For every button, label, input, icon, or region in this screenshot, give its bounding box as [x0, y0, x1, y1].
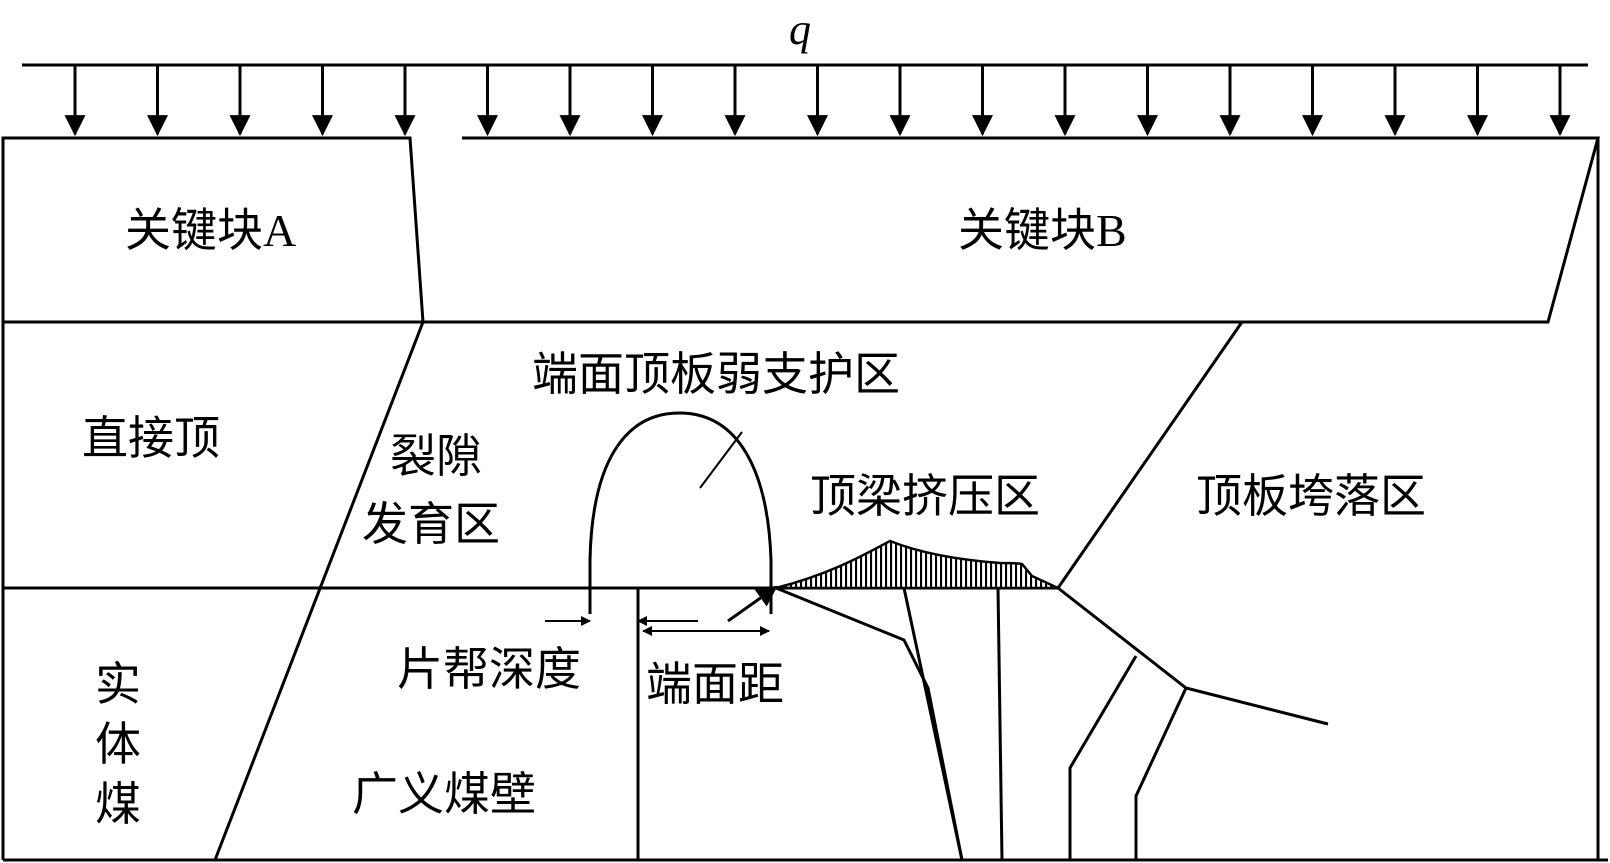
weak-support-zone-label: 端面顶板弱支护区 — [532, 347, 900, 401]
load-arrows — [64, 65, 1571, 137]
beam-squeeze-zone-label: 顶梁挤压区 — [810, 469, 1040, 523]
face-distance-label: 端面距 — [646, 657, 784, 711]
roof-collapse-boundary — [1056, 321, 1244, 589]
crack-line-5 — [1068, 655, 1138, 860]
key-block-a-label: 关键块A — [125, 203, 296, 257]
load-symbol: q — [789, 5, 811, 54]
crack-line-2 — [902, 587, 964, 861]
solid-coal-label-2: 体 — [95, 717, 141, 771]
fracture-boundary-line — [213, 321, 425, 861]
solid-coal-label-1: 实 — [95, 657, 141, 711]
broad-coal-wall-label: 广义煤壁 — [352, 767, 536, 821]
fracture-zone-label-line1: 裂隙 — [390, 429, 482, 483]
crack-line-4 — [1057, 586, 1329, 726]
solid-coal-label-3: 煤 — [95, 777, 141, 831]
fracture-zone-label-line2: 发育区 — [362, 497, 500, 551]
crack-line-3 — [996, 587, 1004, 861]
key-block-b-label: 关键块B — [958, 203, 1127, 257]
immediate-roof-label: 直接顶 — [82, 411, 220, 465]
spall-depth-label: 片帮深度 — [397, 642, 581, 696]
beam-squeeze-hatch — [775, 539, 1059, 590]
face-distance-pointer — [727, 585, 778, 623]
crack-line-6 — [1134, 687, 1188, 860]
roof-collapse-zone-label: 顶板垮落区 — [1196, 469, 1426, 523]
weak-support-arch — [588, 411, 773, 614]
weak-support-leader-line — [699, 431, 743, 489]
